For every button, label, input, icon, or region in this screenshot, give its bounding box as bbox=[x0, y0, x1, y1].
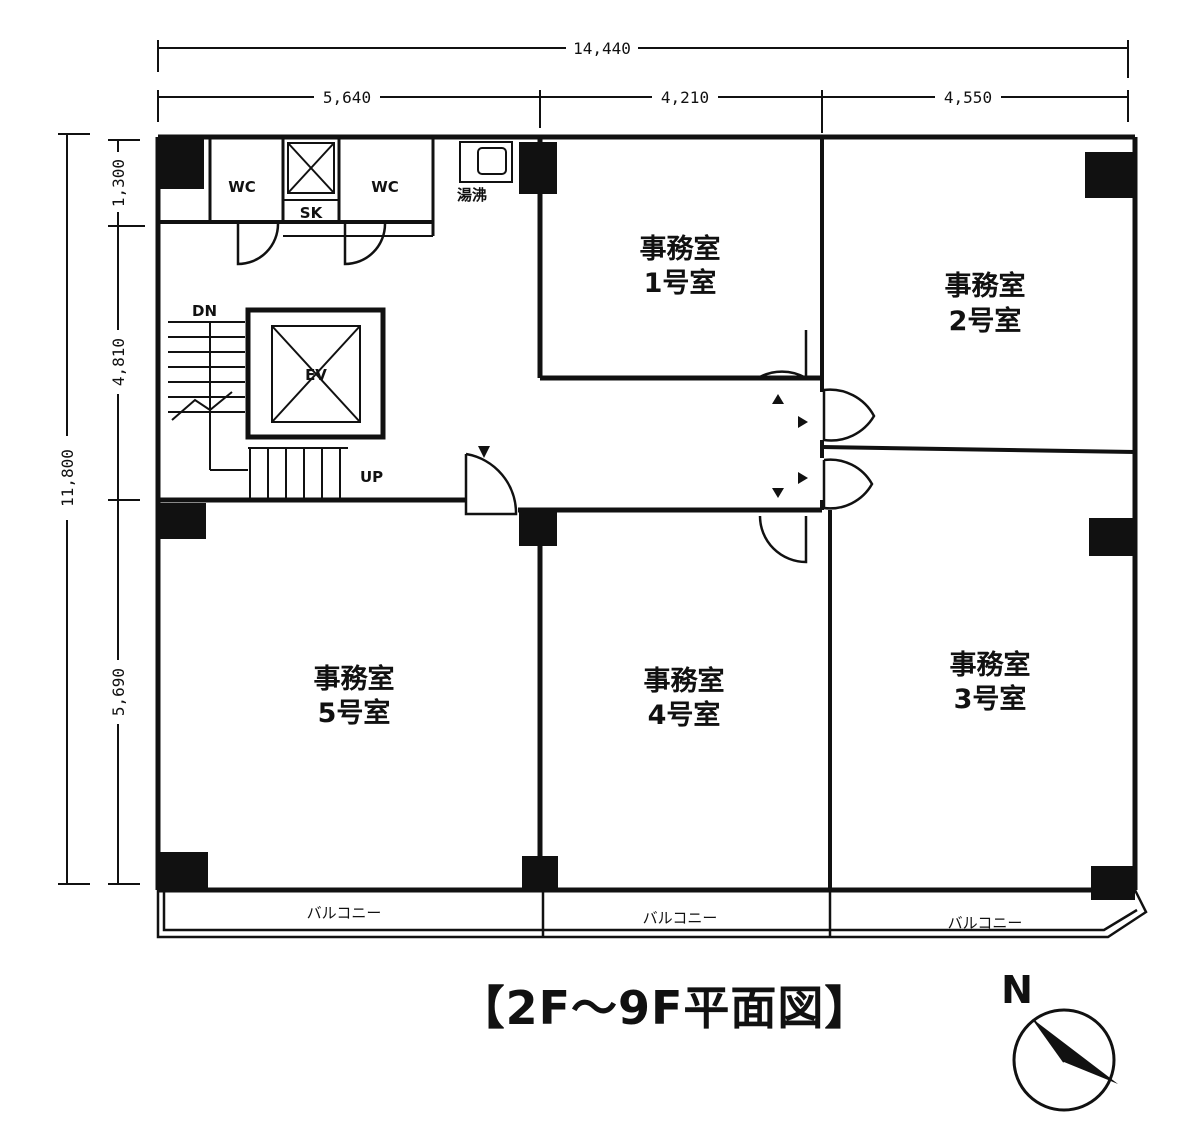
door-swings bbox=[236, 223, 876, 564]
room-5-number: 5号室 bbox=[318, 697, 391, 729]
wc-right-label: WC bbox=[371, 178, 399, 196]
janitor-sink-fixture bbox=[287, 142, 335, 194]
room-1-number: 1号室 bbox=[644, 267, 717, 299]
staircase bbox=[168, 321, 348, 500]
interior-walls bbox=[158, 137, 1136, 890]
dim-depth-1: 1,300 bbox=[109, 159, 128, 207]
kitchen-sink-fixture bbox=[459, 141, 513, 183]
wc-left-label: WC bbox=[228, 178, 256, 196]
balcony-outline bbox=[156, 889, 1148, 939]
room-3-name: 事務室 bbox=[950, 649, 1031, 681]
outer-walls bbox=[155, 134, 1138, 893]
elevator-label: EV bbox=[305, 366, 327, 384]
room-2-name: 事務室 bbox=[945, 270, 1026, 302]
balcony-label-2: バルコニー bbox=[643, 909, 718, 927]
dim-depth-2: 4,810 bbox=[109, 338, 128, 386]
room-labels: 事務室 1号室 事務室 2号室 事務室 3号室 事務室 4号室 事務室 5号室 bbox=[314, 233, 1031, 731]
sk-label: SK bbox=[300, 204, 324, 222]
dim-depth-3: 5,690 bbox=[109, 668, 128, 716]
north-arrow-icon bbox=[1012, 1008, 1118, 1112]
elevator-shaft: EV bbox=[245, 307, 386, 440]
entry-markers bbox=[478, 394, 808, 498]
dim-segment-3: 4,550 bbox=[944, 88, 992, 107]
dim-total-depth: 11,800 bbox=[58, 449, 77, 507]
kitchen-label: 湯沸 bbox=[457, 186, 487, 204]
stair-up-label: UP bbox=[360, 468, 383, 486]
room-4-number: 4号室 bbox=[648, 699, 721, 731]
structural-columns bbox=[158, 137, 1135, 900]
plan-title: 【2F～9F平面図】 bbox=[458, 981, 872, 1035]
room-1-name: 事務室 bbox=[640, 233, 721, 265]
dim-total-width: 14,440 bbox=[573, 39, 631, 58]
balcony-label-1: バルコニー bbox=[307, 904, 382, 922]
room-2-number: 2号室 bbox=[949, 305, 1022, 337]
room-3-number: 3号室 bbox=[954, 683, 1027, 715]
dimension-lines bbox=[58, 40, 1129, 885]
dim-segment-2: 4,210 bbox=[661, 88, 709, 107]
stair-down-label: DN bbox=[192, 302, 217, 320]
dimension-labels: 14,440 5,640 4,210 4,550 11,800 1,300 4,… bbox=[57, 38, 1001, 724]
dim-segment-1: 5,640 bbox=[323, 88, 371, 107]
north-label: N bbox=[1001, 968, 1033, 1012]
balcony-labels: バルコニー バルコニー バルコニー bbox=[307, 904, 1023, 932]
balcony-label-3: バルコニー bbox=[948, 914, 1023, 932]
room-4-name: 事務室 bbox=[644, 665, 725, 697]
room-5-name: 事務室 bbox=[314, 663, 395, 695]
